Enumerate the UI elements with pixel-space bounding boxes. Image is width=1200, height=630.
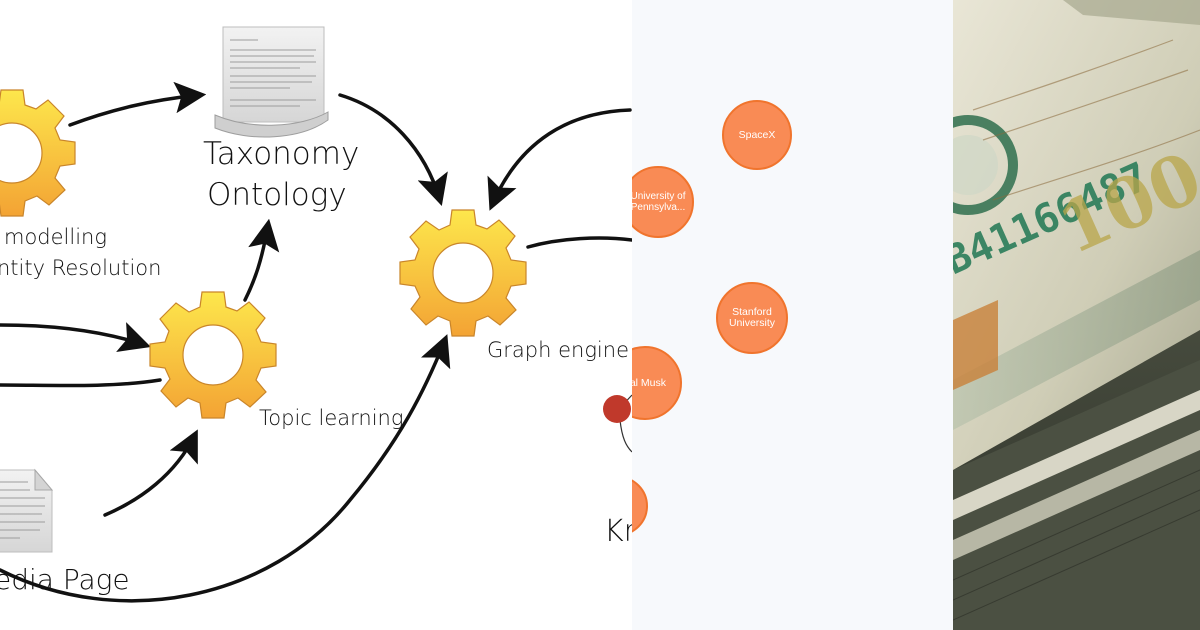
gear-icon <box>0 89 76 217</box>
graph-engine-label: Graph engine <box>487 338 629 362</box>
arrow-bottom-to-graph-engine <box>0 334 451 603</box>
pipeline-diagram-panel: Taxonomy Ontology modelling ntity Resolu… <box>0 26 632 603</box>
dark-node <box>603 395 631 423</box>
taxonomy-label: Taxonomy <box>203 136 360 172</box>
node-label: University of Pennsylva... <box>632 191 686 213</box>
node-label: bal Musk <box>632 376 666 389</box>
arrow-left-to-topic <box>0 322 151 352</box>
gear-icon <box>149 291 277 419</box>
graph-node-stanford-university[interactable]: Stanford University <box>716 282 788 354</box>
node-label: Stanford University <box>728 306 776 329</box>
arrow-topic-to-taxonomy <box>243 218 280 302</box>
entity-resolution-label: ntity Resolution <box>0 256 162 280</box>
document-icon <box>214 26 329 138</box>
graph-node-university-of-pennsylvania[interactable]: University of Pennsylva... <box>632 166 694 238</box>
topic-learning-label: Topic learning <box>259 406 404 430</box>
knowledge-label: Kr <box>604 514 632 549</box>
arrow-doc-to-topic <box>103 429 198 517</box>
banknote-image: B41166487 100 <box>953 0 1200 630</box>
document-icon <box>0 468 54 553</box>
graph-node-spacex[interactable]: SpaceX <box>722 100 792 170</box>
arrow-taxonomy-to-graph-engine <box>338 93 448 207</box>
node-label: SpaceX <box>738 128 776 141</box>
modelling-label: modelling <box>4 225 107 249</box>
media-page-label: edia Page <box>0 563 130 596</box>
knowledge-graph-panel: SpaceX University of Pennsylva... Stanfo… <box>632 0 953 630</box>
arrow-right-to-graph-engine <box>487 108 632 211</box>
gear-icon <box>399 209 527 337</box>
arrow-graph-engine-out <box>526 236 632 249</box>
graph-node-elon-musk[interactable]: bal Musk <box>632 346 682 420</box>
graph-node-partial[interactable] <box>632 476 648 536</box>
banknote-photo: B41166487 100 <box>953 0 1200 630</box>
arrow-left-lower <box>0 378 162 388</box>
ontology-label: Ontology <box>207 177 347 213</box>
graph-edge <box>619 419 632 453</box>
pipeline-diagram <box>0 26 632 603</box>
arrow-gear1-to-taxonomy <box>68 81 207 127</box>
